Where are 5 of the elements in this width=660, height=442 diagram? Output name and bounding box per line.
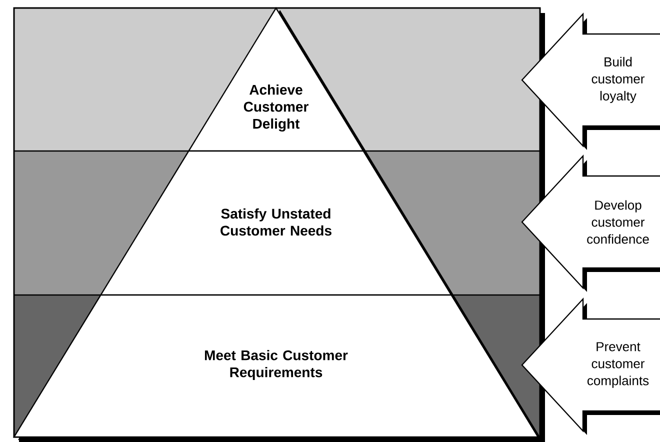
pointer-callout: Develop customer confidence [521, 154, 660, 292]
node-label: Build customer loyalty [592, 56, 645, 104]
pointer-callout: Prevent customer complaints [521, 297, 660, 435]
node-label: Develop customer confidence [587, 200, 649, 244]
pointer-callout: Build customer loyalty [521, 12, 660, 150]
